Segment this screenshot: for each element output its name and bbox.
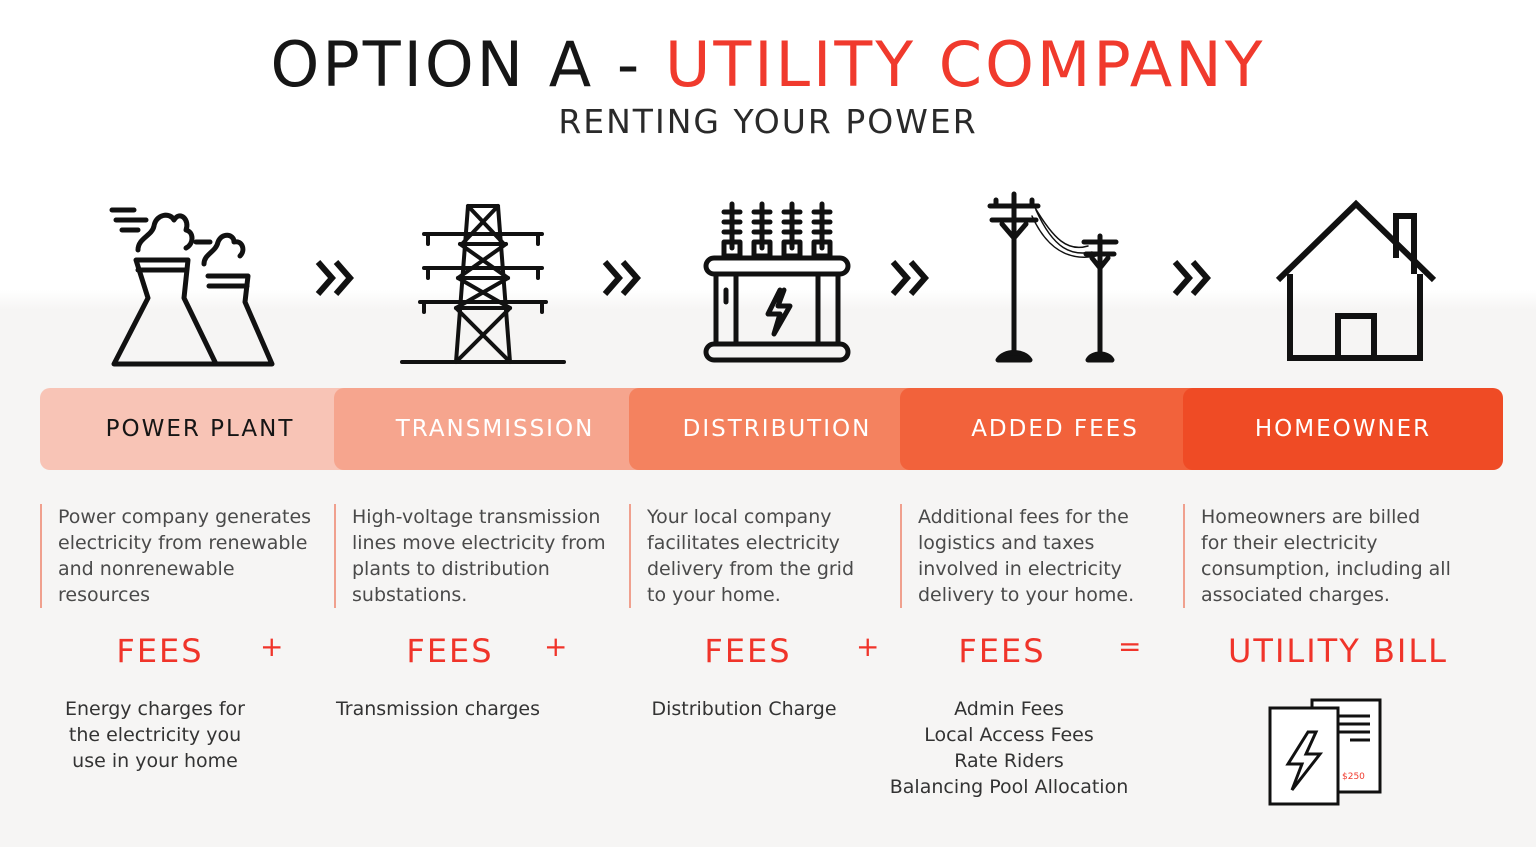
page-subtitle: RENTING YOUR POWER — [558, 102, 978, 141]
fees-label: FEES — [406, 632, 494, 670]
transmission-tower-icon — [398, 198, 568, 368]
charge-item: Rate Riders — [954, 750, 1064, 772]
chevron-right-icon — [889, 258, 931, 298]
charge-item: Local Access Fees — [924, 724, 1094, 746]
plus-operator: + — [856, 630, 880, 663]
utility-pole-icon — [984, 190, 1124, 368]
stage-description: Power company generates electricity from… — [40, 504, 314, 608]
stage-description: Your local company facilitates electrici… — [629, 504, 877, 608]
stage-description: Homeowners are billed for their electric… — [1183, 504, 1451, 608]
bill-amount: $250 — [1342, 772, 1365, 782]
charges-list: Transmission charges — [318, 696, 558, 722]
stage-homeowner: HOMEOWNER — [1183, 388, 1503, 470]
stage-transmission: TRANSMISSION — [334, 388, 656, 470]
stage-power-plant: POWER PLANT — [40, 388, 360, 470]
transformer-icon — [694, 198, 864, 368]
fees-label: FEES — [704, 632, 792, 670]
chevron-right-icon — [314, 258, 356, 298]
stage-added-fees: ADDED FEES — [900, 388, 1210, 470]
stage-description: Additional fees for the logistics and ta… — [900, 504, 1158, 608]
bill-document-icon: $250 — [1266, 694, 1388, 808]
chevron-right-icon — [1171, 258, 1213, 298]
title-prefix: OPTION A - — [270, 28, 665, 101]
house-icon — [1270, 196, 1440, 366]
charge-item: Distribution Charge — [651, 698, 837, 720]
charge-item: Balancing Pool Allocation — [889, 776, 1129, 798]
stage-distribution: DISTRIBUTION — [629, 388, 925, 470]
page-title: OPTION A - UTILITY COMPANY — [0, 28, 1536, 101]
charge-item: the electricity you — [68, 724, 242, 746]
utility-bill-label: UTILITY BILL — [1228, 632, 1448, 670]
title-accent: UTILITY COMPANY — [664, 28, 1266, 101]
charge-item: Transmission charges — [335, 698, 541, 720]
power-plant-icon — [108, 198, 278, 368]
chevron-right-icon — [601, 258, 643, 298]
charges-list: Energy charges for the electricity you u… — [40, 696, 270, 774]
plus-operator: + — [544, 630, 568, 663]
charge-item: Energy charges for — [65, 698, 245, 720]
fees-label: FEES — [958, 632, 1046, 670]
charges-list: Admin Fees Local Access Fees Rate Riders… — [868, 696, 1150, 800]
stage-description: High-voltage transmission lines move ele… — [334, 504, 620, 608]
equals-operator: = — [1118, 630, 1142, 663]
fees-label: FEES — [116, 632, 204, 670]
charge-item: Admin Fees — [954, 698, 1064, 720]
charge-item: use in your home — [72, 750, 238, 772]
charges-list: Distribution Charge — [630, 696, 858, 722]
plus-operator: + — [260, 630, 284, 663]
